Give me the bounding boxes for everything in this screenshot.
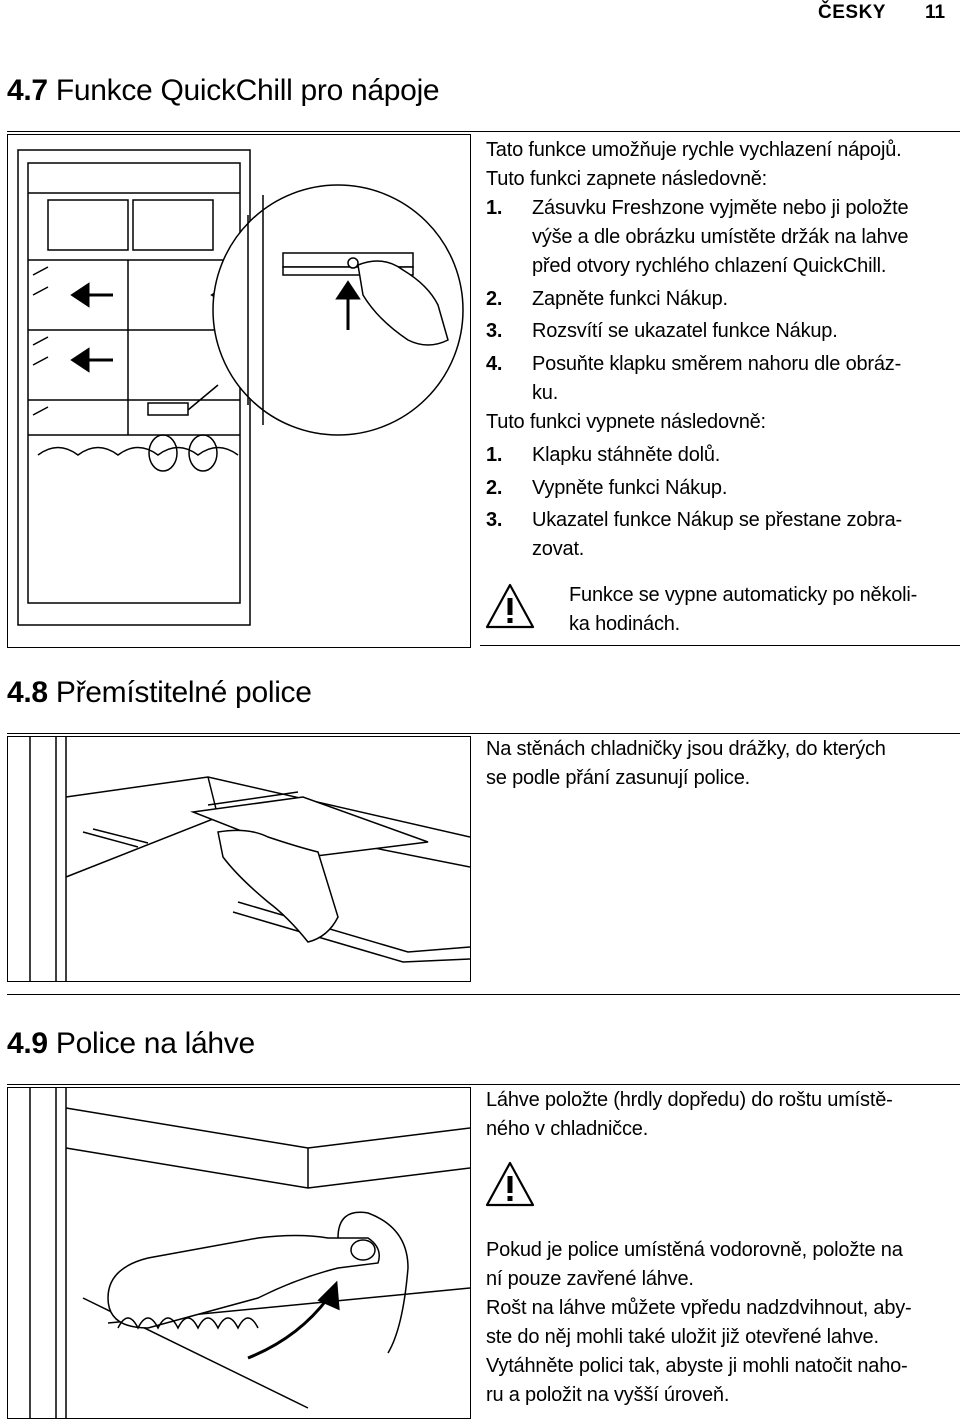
- section-title-text: Přemístitelné police: [55, 676, 312, 709]
- on-step-3: 3. Rozsvítí se ukazatel funkce Nákup.: [486, 317, 960, 346]
- step-text: Posuňte klapku směrem nahoru dle obráz-: [532, 353, 902, 375]
- bottle-text-line: Vytáhněte polici tak, abyste ji mohli na…: [486, 1355, 908, 1377]
- shelf-text-line: se podle přání zasunují police.: [486, 767, 750, 789]
- fridge-interior-drawing: [17, 149, 464, 626]
- section-rule: [7, 131, 960, 132]
- warning-line: Funkce se vypne automaticky po několi-: [569, 584, 918, 606]
- shelf-drawing: [29, 737, 470, 981]
- step-text: ku.: [532, 382, 559, 404]
- step-text: Rozsvítí se ukazatel funkce Nákup.: [532, 320, 838, 342]
- off-step-2: 2. Vypněte funkci Nákup.: [486, 474, 960, 503]
- warning-text: Funkce se vypne automaticky po několi- k…: [569, 581, 959, 639]
- section-number: 4.7: [7, 74, 48, 107]
- step-number: 3.: [486, 509, 503, 531]
- step-number: 1.: [486, 197, 503, 219]
- step-text: Vypněte funkci Nákup.: [532, 477, 728, 499]
- section-title-4-7: 4.7 Funkce QuickChill pro nápoje: [7, 74, 440, 108]
- bottle-text-line: Pokud je police umístěná vodorovně, polo…: [486, 1239, 903, 1261]
- step-number: 2.: [486, 477, 503, 499]
- bottle-text-line: Láhve položte (hrdly dopředu) do roštu u…: [486, 1089, 893, 1111]
- warning-rule: [480, 645, 960, 646]
- bottle-text-line: Rošt na láhve můžete vpředu nadzdvihnout…: [486, 1297, 912, 1319]
- bottle-text-1: Láhve položte (hrdly dopředu) do roštu u…: [486, 1086, 956, 1144]
- off-step-3: 3. Ukazatel funkce Nákup se přestane zob…: [486, 506, 960, 564]
- intro-text: Tato funkce umožňuje rychle vychlazení n…: [486, 136, 956, 194]
- bottle-text-2: Pokud je police umístěná vodorovně, polo…: [486, 1236, 956, 1410]
- section-separator: [7, 994, 960, 995]
- section-rule: [7, 733, 960, 734]
- shelf-text: Na stěnách chladničky jsou drážky, do kt…: [486, 735, 956, 793]
- step-text: zovat.: [532, 538, 585, 560]
- warning-line: ka hodinách.: [569, 613, 681, 635]
- bottle-rack-drawing: [29, 1088, 470, 1418]
- warning-icon: [485, 583, 535, 629]
- shelf-illustration: [7, 736, 471, 982]
- step-text: výše a dle obrázku umístěte držák na lah…: [532, 226, 909, 248]
- section-number: 4.8: [7, 676, 48, 709]
- intro-line-2: Tuto funkci zapnete následovně:: [486, 168, 768, 190]
- section-rule: [7, 1084, 960, 1085]
- bottle-text-line: ru a položit na vyšší úroveň.: [486, 1384, 730, 1406]
- header-language: ČESKY: [818, 2, 886, 23]
- on-step-4: 4. Posuňte klapku směrem nahoru dle obrá…: [486, 350, 960, 408]
- on-step-1: 1. Zásuvku Freshzone vyjměte nebo ji pol…: [486, 194, 960, 281]
- warning-icon: [485, 1161, 535, 1207]
- step-number: 1.: [486, 444, 503, 466]
- off-intro: Tuto funkci vypnete následovně:: [486, 411, 766, 433]
- page-number: 11: [925, 2, 946, 23]
- step-number: 4.: [486, 353, 503, 375]
- bottle-text-line: ní pouze zavřené láhve.: [486, 1268, 694, 1290]
- step-text: Ukazatel funkce Nákup se přestane zobra-: [532, 509, 902, 531]
- bottle-text-line: ného v chladničce.: [486, 1118, 649, 1140]
- shelf-text-line: Na stěnách chladničky jsou drážky, do kt…: [486, 738, 886, 760]
- section-title-4-9: 4.9 Police na láhve: [7, 1027, 255, 1061]
- off-step-1: 1. Klapku stáhněte dolů.: [486, 441, 960, 470]
- section-number: 4.9: [7, 1027, 48, 1060]
- step-number: 3.: [486, 320, 503, 342]
- step-text: Zásuvku Freshzone vyjměte nebo ji položt…: [532, 197, 909, 219]
- section-title-4-8: 4.8 Přemístitelné police: [7, 676, 312, 710]
- section-title-text: Funkce QuickChill pro nápoje: [55, 74, 440, 107]
- step-text: Zapněte funkci Nákup.: [532, 288, 728, 310]
- section-title-text: Police na láhve: [55, 1027, 255, 1060]
- bottle-rack-illustration: [7, 1087, 471, 1419]
- on-step-2: 2. Zapněte funkci Nákup.: [486, 285, 960, 314]
- step-text: Klapku stáhněte dolů.: [532, 444, 721, 466]
- quickchill-illustration: [7, 134, 471, 648]
- bottle-text-line: ste do něj mohli také uložit již otevřen…: [486, 1326, 879, 1348]
- intro-line-1: Tato funkce umožňuje rychle vychlazení n…: [486, 139, 902, 161]
- step-number: 2.: [486, 288, 503, 310]
- step-text: před otvory rychlého chlazení QuickChill…: [532, 255, 887, 277]
